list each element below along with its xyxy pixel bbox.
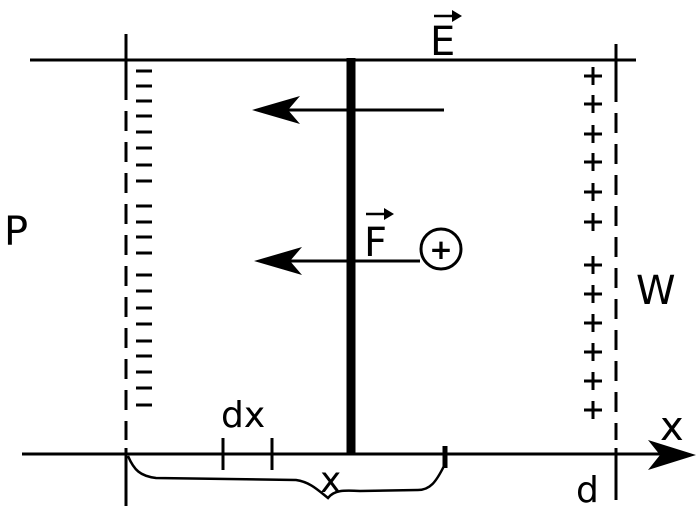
x-axis-arrowhead [648,440,696,470]
negative-charges [136,69,152,407]
right-plate-label: W [636,268,676,314]
positive-charge-mark [584,183,602,201]
vector-e-label: E [430,19,455,65]
positive-charge-mark [584,67,602,85]
force-arrowhead [254,247,302,275]
positive-charge-mark [584,153,602,171]
positive-charge-mark [584,95,602,113]
vector-e-arrow-icon [434,10,462,22]
distance-label: d [576,470,599,511]
positive-charge-circle [419,227,463,271]
dx-label: dx [221,395,265,436]
vector-f-arrow-icon [366,208,394,220]
position-brace [126,455,446,500]
positive-charge-symbol: + [429,233,452,266]
positive-charges [584,67,602,419]
positive-charge-mark [584,314,602,332]
positive-charge-mark [584,285,602,303]
field-arrowhead [252,96,300,124]
positive-charge-mark [584,372,602,390]
left-plate-label: P [4,209,28,255]
vector-f-label: F [364,220,387,266]
positive-charge-mark [584,125,602,143]
positive-charge-mark [584,401,602,419]
positive-charge-mark [584,256,602,274]
position-label: x [320,460,341,501]
positive-charge-mark [584,343,602,361]
x-axis-label: x [660,404,684,450]
positive-charge-mark [584,213,602,231]
